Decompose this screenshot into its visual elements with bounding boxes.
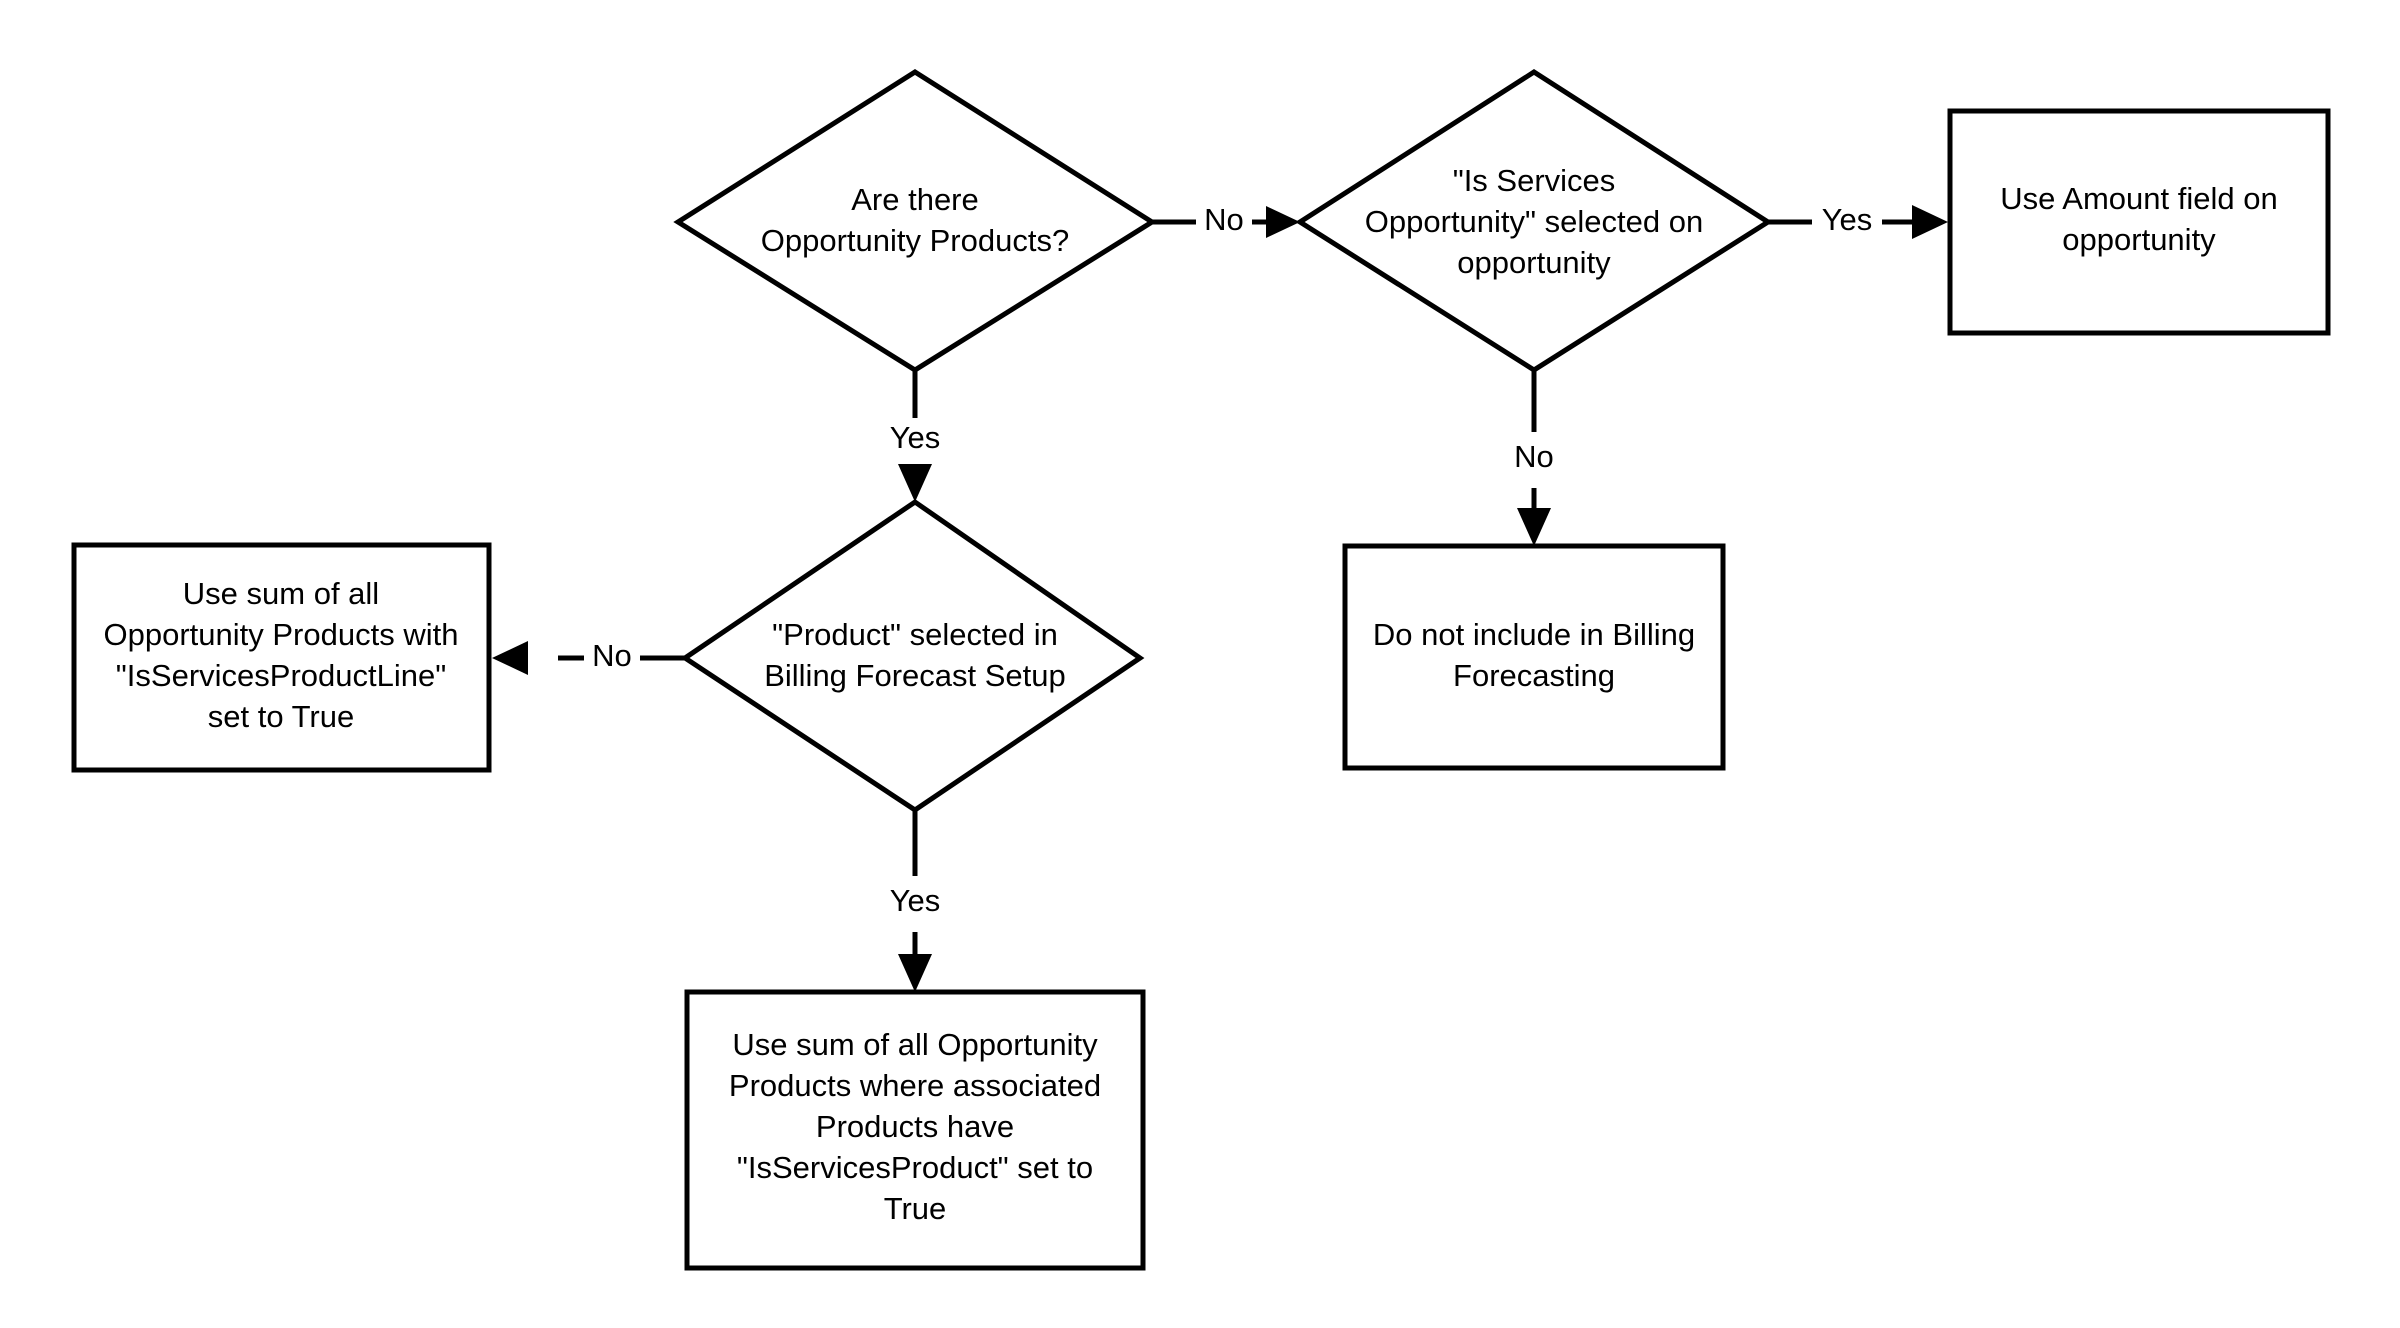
- arrowhead-icon-d3-to-p4: [898, 954, 932, 992]
- node-label-p2-line-1: Do not include in Billing: [1373, 617, 1695, 652]
- node-label-d2-line-2: Opportunity" selected on: [1365, 204, 1703, 239]
- node-is-services-opportunity-selected[interactable]: "Is Services Opportunity" selected on op…: [1295, 69, 1773, 373]
- node-label-p3-line-3: "IsServicesProductLine": [116, 658, 446, 693]
- arrowhead-icon-d1-to-d2: [1266, 206, 1300, 238]
- node-label-p4-line-2: Products where associated: [729, 1068, 1101, 1103]
- edge-label-d3-to-p4: Yes: [890, 883, 941, 918]
- node-label-p1-line-1: Use Amount field on: [2000, 181, 2277, 216]
- node-use-sum-isservicesproduct[interactable]: Use sum of all Opportunity Products wher…: [684, 989, 1146, 1271]
- node-label-d3-line-1: "Product" selected in: [772, 617, 1058, 652]
- node-label-p2-line-2: Forecasting: [1453, 658, 1615, 693]
- edge-label-d2-to-p2: No: [1514, 439, 1554, 474]
- edge-label-d1-to-d3: Yes: [890, 420, 941, 455]
- process-box-p3[interactable]: [71, 542, 492, 773]
- node-label-d1-line-2: Opportunity Products?: [761, 223, 1069, 258]
- node-label-p1-line-2: opportunity: [2062, 222, 2216, 257]
- node-label-p3-line-4: set to True: [208, 699, 354, 734]
- arrowhead-icon-d1-to-d3: [898, 464, 932, 502]
- node-label-d2-line-1: "Is Services: [1453, 163, 1616, 198]
- arrowhead-icon-d2-to-p2: [1517, 508, 1551, 546]
- node-label-p4-line-4: "IsServicesProduct" set to: [737, 1150, 1093, 1185]
- edge-d3-to-p3: No: [492, 638, 685, 675]
- node-use-sum-isservicesproductline[interactable]: Use sum of all Opportunity Products with…: [71, 542, 492, 773]
- edge-label-d3-to-p3: No: [592, 638, 632, 673]
- node-label-d3-line-2: Billing Forecast Setup: [764, 658, 1066, 693]
- decision-diamond-d2[interactable]: [1295, 69, 1773, 373]
- edge-d2-to-p2: No: [1514, 370, 1554, 546]
- edge-d1-to-d3: Yes: [890, 370, 941, 502]
- node-use-amount-field-on-opportunity[interactable]: Use Amount field on opportunity: [1947, 108, 2331, 336]
- edge-label-d2-to-p1: Yes: [1822, 202, 1873, 237]
- node-label-p4-line-1: Use sum of all Opportunity: [732, 1027, 1098, 1062]
- process-box-p4[interactable]: [684, 989, 1146, 1271]
- arrowhead-icon-d2-to-p1: [1912, 205, 1948, 239]
- decision-diamond-d3[interactable]: [680, 498, 1145, 814]
- arrowhead-icon-d3-to-p3: [492, 641, 528, 675]
- node-product-selected-in-billing-forecast-setup[interactable]: "Product" selected in Billing Forecast S…: [680, 498, 1145, 814]
- edge-d1-to-d2: No: [1152, 202, 1300, 238]
- node-label-p3-line-1: Use sum of all: [183, 576, 379, 611]
- node-label-d1-line-1: Are there: [851, 182, 979, 217]
- process-box-p2[interactable]: [1342, 543, 1726, 771]
- edge-d2-to-p1: Yes: [1768, 202, 1948, 239]
- node-label-p4-line-3: Products have: [816, 1109, 1014, 1144]
- edge-label-d1-to-d2: No: [1204, 202, 1244, 237]
- node-do-not-include-in-billing-forecasting[interactable]: Do not include in Billing Forecasting: [1342, 543, 1726, 771]
- node-are-there-opportunity-products[interactable]: Are there Opportunity Products?: [673, 69, 1157, 373]
- decision-diamond-d1[interactable]: [673, 69, 1157, 373]
- node-label-p3-line-2: Opportunity Products with: [104, 617, 459, 652]
- node-label-d2-line-3: opportunity: [1457, 245, 1611, 280]
- node-label-p4-line-5: True: [884, 1191, 947, 1226]
- process-box-p1[interactable]: [1947, 108, 2331, 336]
- edge-d3-to-p4: Yes: [890, 810, 941, 992]
